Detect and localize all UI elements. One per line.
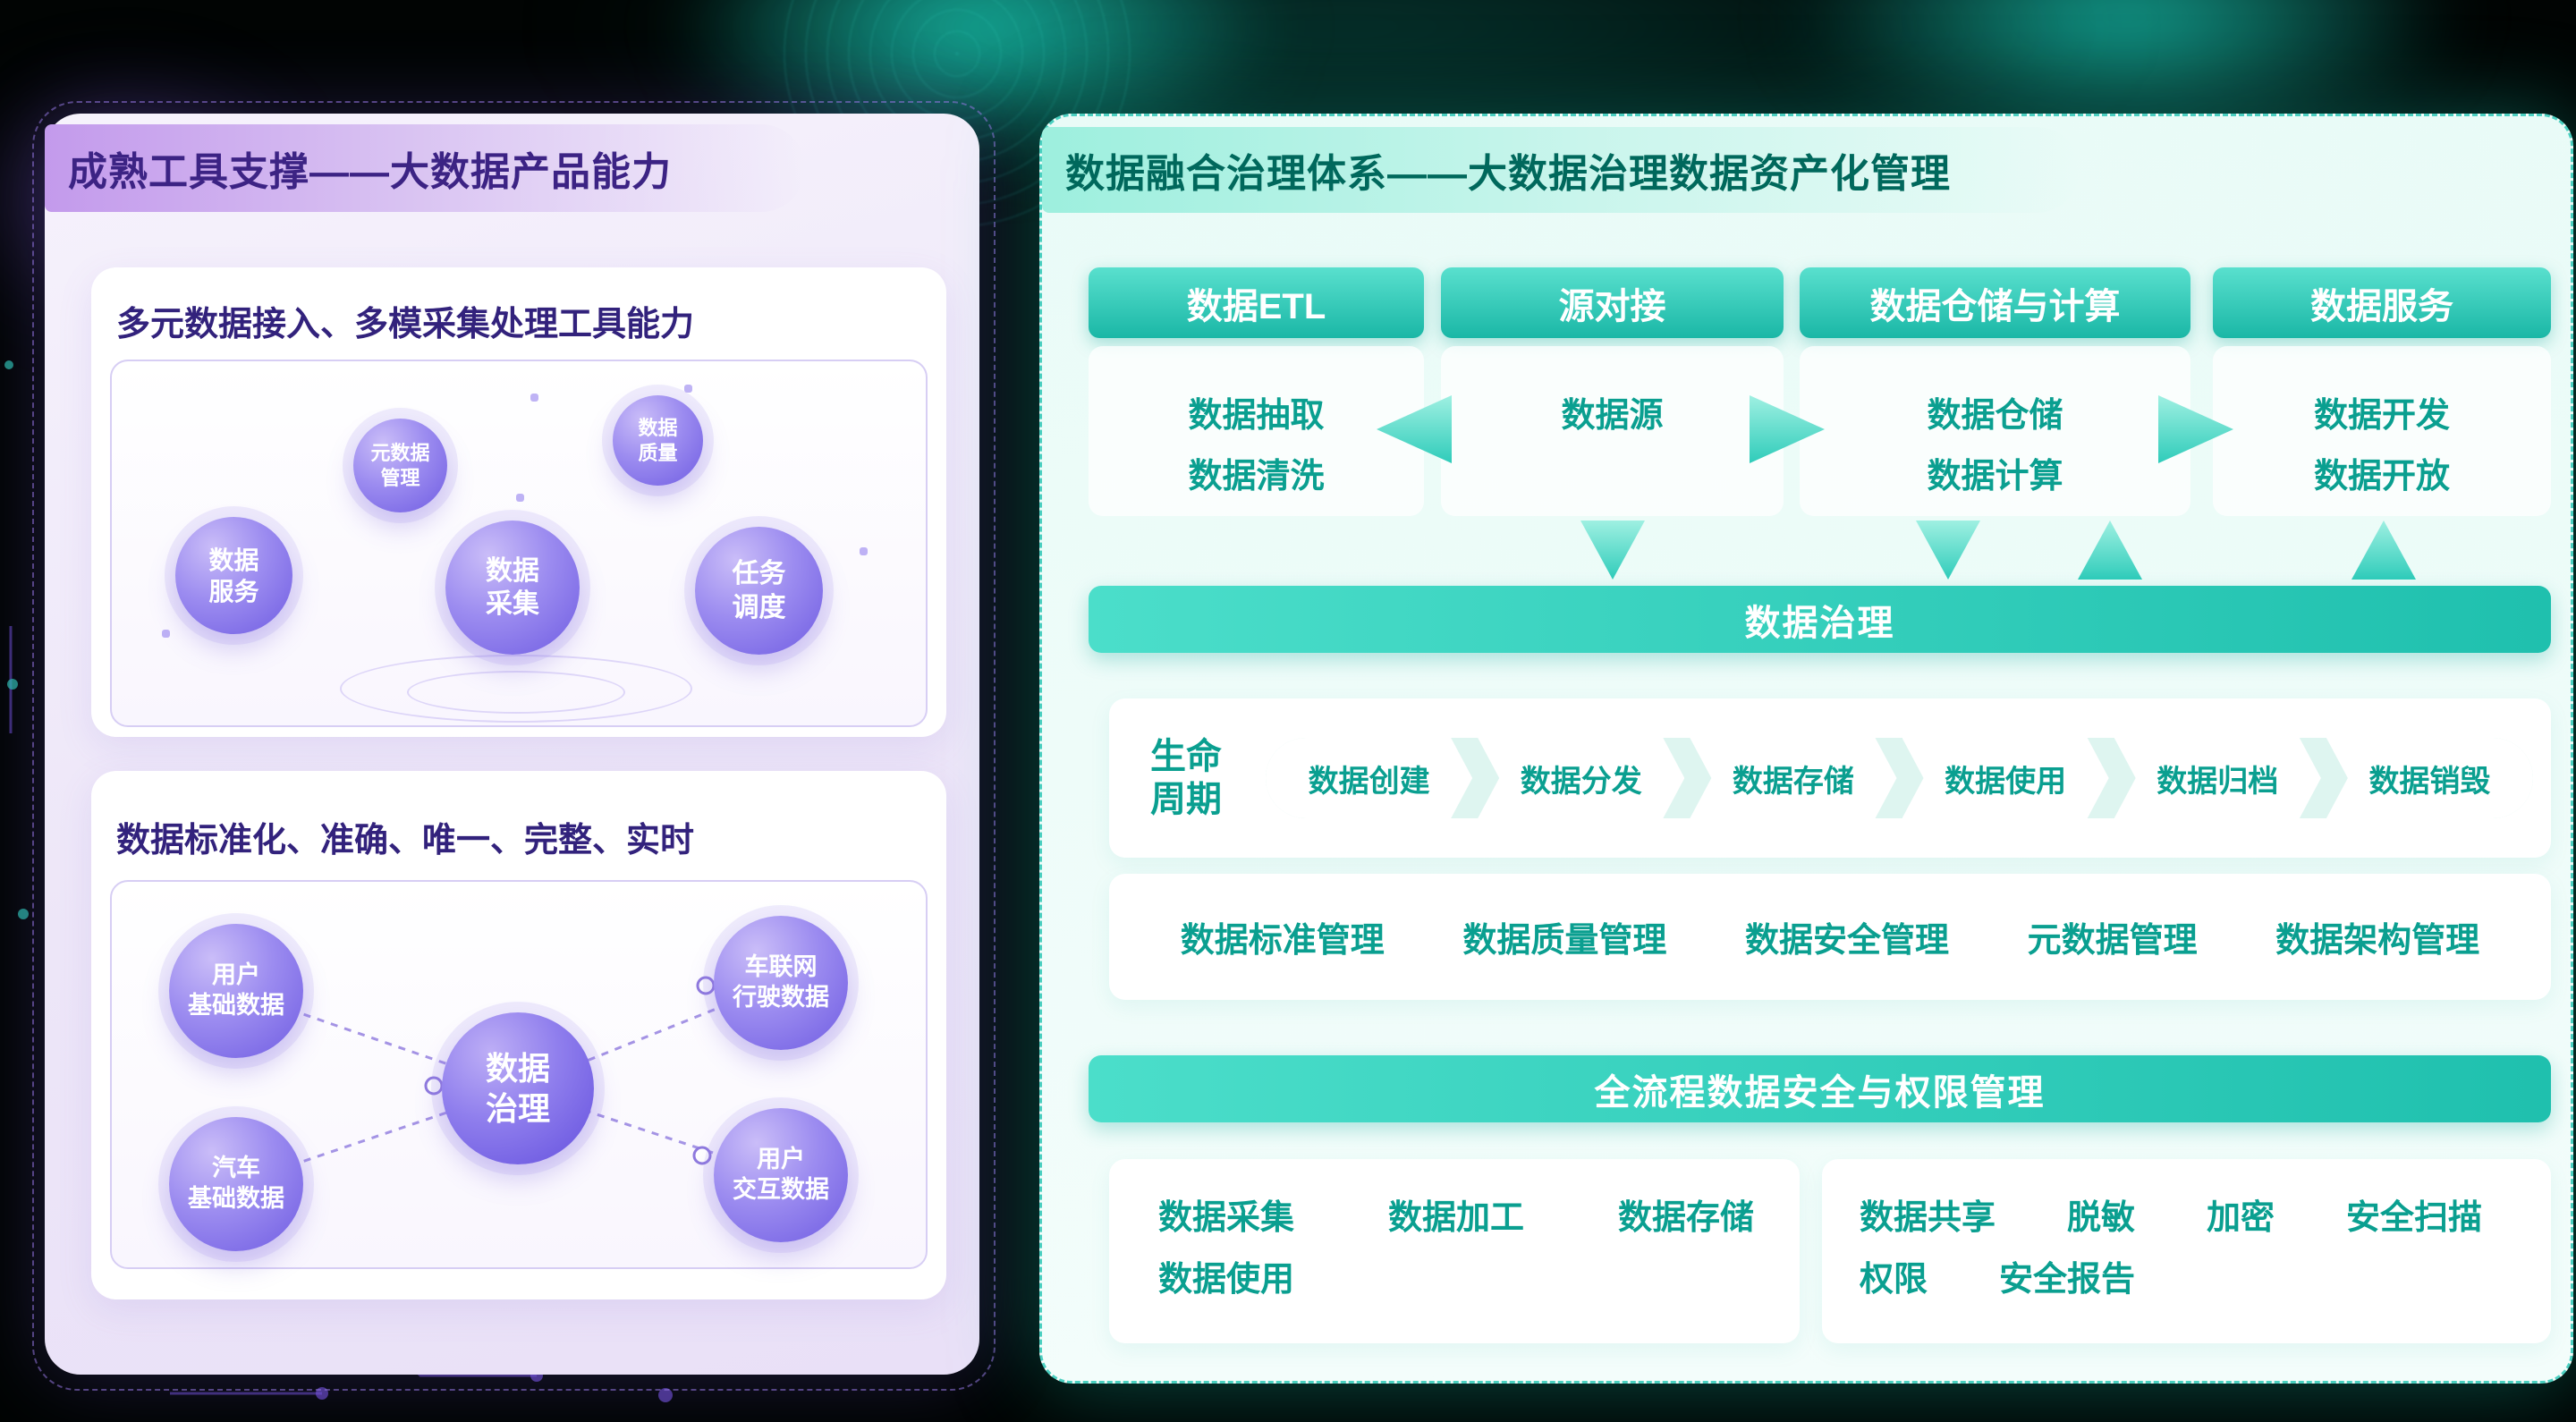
- security-item: 数据共享: [1860, 1199, 1996, 1237]
- left-panel-title-bar: 成熟工具支撑——大数据产品能力: [45, 124, 805, 212]
- column-header-label: 数据服务: [2310, 286, 2453, 326]
- security-row: 权限 安全报告: [1860, 1260, 2533, 1299]
- security-item: 安全扫描: [2346, 1199, 2483, 1237]
- column-card: 数据仓储 数据计算: [1800, 346, 2190, 516]
- tools-card: 多元数据接入、多模采集处理工具能力 元数据 管理 数据 质量 数据 服务 数据 …: [91, 267, 946, 737]
- arrow-down-icon: [1916, 521, 1980, 580]
- dot-decoration: [684, 385, 692, 393]
- column-source-connect: 源对接 数据源: [1441, 267, 1784, 516]
- tools-card-title: 多元数据接入、多模采集处理工具能力: [116, 306, 695, 343]
- right-panel: 数据融合治理体系——大数据治理数据资产化管理 数据ETL 数据抽取 数据清洗 源…: [1039, 114, 2573, 1384]
- security-row: 数据共享 脱敏 加密 安全扫描: [1860, 1199, 2533, 1238]
- management-item: 数据安全管理: [1744, 922, 1949, 960]
- bubble-data-service: 数据 服务: [175, 517, 292, 634]
- dot-decoration: [516, 494, 524, 502]
- column-item: 数据开发: [2313, 397, 2450, 435]
- column-data-etl: 数据ETL 数据抽取 数据清洗: [1089, 267, 1424, 516]
- bubble-metadata-management: 元数据 管理: [353, 419, 447, 512]
- column-item: 数据仓储: [1927, 397, 2063, 435]
- lifecycle-step: 数据归档: [2114, 738, 2321, 818]
- data-governance-bar: 数据治理: [1089, 586, 2551, 653]
- lifecycle-step: 数据分发: [1478, 738, 1684, 818]
- column-header-label: 数据ETL: [1186, 286, 1326, 326]
- tools-bubbles-box: 元数据 管理 数据 质量 数据 服务 数据 采集 任务 调度: [110, 360, 928, 727]
- bubble-user-base-data: 用户 基础数据: [169, 924, 303, 1058]
- column-header-pill: 源对接: [1441, 267, 1784, 338]
- column-header-pill: 数据仓储与计算: [1800, 267, 2190, 338]
- security-item: 脱敏: [2067, 1199, 2136, 1237]
- security-left-card: 数据采集 数据加工 数据存储 数据使用: [1109, 1159, 1800, 1343]
- standards-card: 数据标准化、准确、唯一、完整、实时 用户 基础数据: [91, 771, 946, 1299]
- lifecycle-step: 数据存储: [1690, 738, 1896, 818]
- column-item: 数据源: [1561, 397, 1664, 435]
- security-item: 加密: [2207, 1199, 2275, 1237]
- connector-node: [696, 976, 716, 995]
- security-item: 权限: [1860, 1260, 1928, 1299]
- governance-bubbles-box: 用户 基础数据 车联网 行驶数据 汽车 基础数据 用户 交互数据 数据 治理: [110, 880, 928, 1269]
- security-item: 安全报告: [1999, 1260, 2136, 1299]
- management-item: 元数据管理: [2027, 922, 2198, 960]
- connector-node: [424, 1076, 444, 1096]
- column-header-label: 数据仓储与计算: [1869, 286, 2121, 326]
- ripple-ellipse-decoration: [340, 655, 692, 723]
- management-card: 数据标准管理 数据质量管理 数据安全管理 元数据管理 数据架构管理: [1109, 874, 2551, 1000]
- bubble-task-scheduling: 任务 调度: [695, 527, 823, 655]
- management-item: 数据标准管理: [1180, 922, 1385, 960]
- dot-decoration: [860, 547, 868, 555]
- arrow-up-icon: [2351, 521, 2416, 580]
- column-item: 数据抽取: [1188, 397, 1325, 435]
- connector-node: [692, 1146, 712, 1165]
- column-data-service: 数据服务 数据开发 数据开放: [2213, 267, 2551, 516]
- column-item: 数据计算: [1927, 457, 2063, 495]
- security-item: 数据存储: [1618, 1199, 1755, 1237]
- bubble-data-collection: 数据 采集: [445, 521, 580, 655]
- lifecycle-step: 数据使用: [1902, 738, 2109, 818]
- column-card: 数据开发 数据开放: [2213, 346, 2551, 516]
- ripple-ellipse-decoration: [407, 671, 625, 714]
- lifecycle-steps: 数据创建 数据分发 数据存储 数据使用 数据归档 数据销毁: [1266, 738, 2533, 818]
- lifecycle-card: 生命 周期 数据创建 数据分发 数据存储 数据使用 数据归档 数据销毁: [1109, 698, 2551, 858]
- dot-decoration: [530, 394, 538, 402]
- security-right-card: 数据共享 脱敏 加密 安全扫描 权限 安全报告: [1822, 1159, 2551, 1343]
- security-item: 数据使用: [1158, 1260, 1295, 1299]
- column-item: 数据清洗: [1188, 457, 1325, 495]
- bubble-user-interaction-data: 用户 交互数据: [714, 1108, 848, 1242]
- right-panel-title: 数据融合治理体系——大数据治理数据资产化管理: [1065, 152, 1951, 196]
- column-item: 数据开放: [2313, 457, 2450, 495]
- bubble-automobile-base-data: 汽车 基础数据: [169, 1117, 303, 1251]
- arrow-up-icon: [2078, 521, 2142, 580]
- column-card: 数据源: [1441, 346, 1784, 516]
- security-row: 数据使用: [1158, 1260, 1782, 1299]
- bubble-data-quality: 数据 质量: [613, 395, 703, 486]
- lifecycle-label: 生命 周期: [1150, 737, 1222, 819]
- column-header-pill: 数据服务: [2213, 267, 2551, 338]
- security-row: 数据采集 数据加工 数据存储: [1158, 1199, 1782, 1238]
- security-bar: 全流程数据安全与权限管理: [1089, 1055, 2551, 1122]
- bubble-data-governance-center: 数据 治理: [442, 1012, 594, 1164]
- management-item: 数据架构管理: [2275, 922, 2480, 960]
- security-item: 数据采集: [1158, 1199, 1295, 1237]
- security-item: 数据加工: [1388, 1199, 1525, 1237]
- lifecycle-step: 数据创建: [1266, 738, 1472, 818]
- standards-card-title: 数据标准化、准确、唯一、完整、实时: [116, 822, 695, 859]
- arrow-down-icon: [1580, 521, 1645, 580]
- column-header-label: 源对接: [1558, 286, 1666, 326]
- management-item: 数据质量管理: [1462, 922, 1667, 960]
- right-panel-title-bar: 数据融合治理体系——大数据治理数据资产化管理: [1042, 127, 2080, 213]
- bubble-vehicle-network-data: 车联网 行驶数据: [714, 916, 848, 1050]
- column-header-pill: 数据ETL: [1089, 267, 1424, 338]
- dot-decoration: [162, 630, 170, 638]
- column-warehouse-compute: 数据仓储与计算 数据仓储 数据计算: [1800, 267, 2190, 516]
- left-panel-title: 成熟工具支撑——大数据产品能力: [68, 150, 672, 194]
- left-panel: 成熟工具支撑——大数据产品能力 多元数据接入、多模采集处理工具能力 元数据 管理…: [45, 114, 979, 1375]
- column-card: 数据抽取 数据清洗: [1089, 346, 1424, 516]
- lifecycle-step: 数据销毁: [2326, 738, 2533, 818]
